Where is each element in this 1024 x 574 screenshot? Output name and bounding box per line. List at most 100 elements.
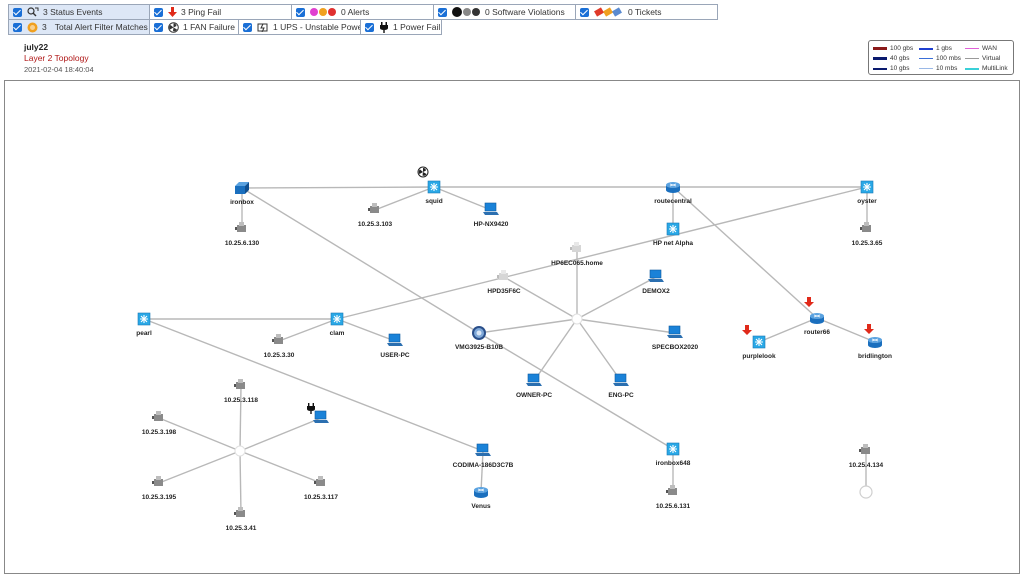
topology-link[interactable] xyxy=(241,187,480,334)
topology-link[interactable] xyxy=(433,186,492,211)
topology-node-ip_3_118[interactable]: 10.25.3.118 xyxy=(224,379,258,404)
topology-link[interactable] xyxy=(239,450,322,484)
filter-checkbox[interactable] xyxy=(438,7,447,17)
topology-link[interactable] xyxy=(672,186,818,319)
topology-node-userpc[interactable]: USER-PC xyxy=(380,333,410,359)
topology-node-hp6ec[interactable]: HP6EC065.home xyxy=(551,242,603,267)
topology-link[interactable] xyxy=(576,318,622,382)
ping-fail-arrow-icon[interactable] xyxy=(742,325,752,335)
topology-node-pearl[interactable]: pearl xyxy=(136,312,152,337)
filter-fan-failure[interactable]: 1 FAN Failure xyxy=(149,19,239,35)
filter-total-alert-matches[interactable]: 3 Total Alert Filter Matches xyxy=(8,19,150,35)
printer-icon xyxy=(368,203,379,213)
ping-fail-arrow-icon[interactable] xyxy=(864,324,874,334)
topology-node-vmg[interactable]: VMG3925-B10B xyxy=(455,326,503,351)
printer-icon xyxy=(152,411,163,421)
topology-link[interactable] xyxy=(533,318,578,382)
topology-junction[interactable] xyxy=(571,313,583,325)
printer-icon xyxy=(234,507,245,517)
power-plug-icon[interactable] xyxy=(307,403,315,414)
pc-icon xyxy=(475,443,491,456)
topology-link[interactable] xyxy=(158,417,241,452)
printer-icon xyxy=(235,222,246,232)
topology-node-squid[interactable]: squid xyxy=(425,180,443,205)
topology-junction[interactable] xyxy=(234,445,246,457)
topology-node-ip_4_134[interactable]: 10.25.4.134 xyxy=(849,444,884,469)
topology-node-hpd35[interactable]: HPD35F6C xyxy=(487,270,521,295)
topology-link[interactable] xyxy=(239,385,242,452)
topology-node-ip_6_130[interactable]: 10.25.6.130 xyxy=(225,222,260,247)
topology-canvas[interactable]: ironbox 10.25.6.130 squid 10.25.3.103 HP-NX9… xyxy=(4,80,1020,574)
topology-node-router66[interactable]: router66 xyxy=(804,313,830,336)
topology-node-bridlington[interactable]: bridlington xyxy=(858,337,892,360)
topology-node-ironbox648[interactable]: ironbox648 xyxy=(656,442,691,467)
node-label: Venus xyxy=(471,503,491,510)
topology-link[interactable] xyxy=(336,318,396,342)
filter-checkbox[interactable] xyxy=(296,7,305,17)
topology-link[interactable] xyxy=(480,450,484,493)
topology-node-clam[interactable]: clam xyxy=(330,312,345,337)
filter-tickets[interactable]: 0 Tickets xyxy=(575,4,718,20)
node-label: 10.25.3.118 xyxy=(224,397,258,404)
topology-link[interactable] xyxy=(758,317,818,343)
topology-node-ip_3_195[interactable]: 10.25.3.195 xyxy=(142,476,177,501)
filter-status-events[interactable]: 3 Status Events xyxy=(8,4,150,20)
filter-ping-fail[interactable]: 3 Ping Fail xyxy=(149,4,292,20)
topology-junction[interactable] xyxy=(859,485,873,499)
topology-node-ip_3_30[interactable]: 10.25.3.30 xyxy=(264,334,295,359)
topology-node-ip_6_131[interactable]: 10.25.6.131 xyxy=(656,485,691,510)
topology-link[interactable] xyxy=(576,276,657,320)
topology-node-hpnet[interactable]: HP net Alpha xyxy=(653,222,693,247)
topology-node-demox2[interactable]: DEMOX2 xyxy=(642,269,670,295)
topology-node-ip_3_41[interactable]: 10.25.3.41 xyxy=(226,507,257,532)
topology-node-hpnx[interactable]: HP-NX9420 xyxy=(474,202,509,228)
filter-checkbox[interactable] xyxy=(154,7,163,17)
topology-node-codima[interactable]: CODIMA-186D3C7B xyxy=(453,443,514,469)
topology-link[interactable] xyxy=(374,186,435,211)
topology-link[interactable] xyxy=(478,318,578,334)
filter-checkbox[interactable] xyxy=(13,22,22,32)
filter-checkbox[interactable] xyxy=(13,7,22,17)
printer-icon xyxy=(314,476,325,486)
node-label: 10.25.6.130 xyxy=(225,240,260,247)
topology-node-ip_3_117[interactable]: 10.25.3.117 xyxy=(304,476,338,501)
topology-link[interactable] xyxy=(278,318,338,342)
filter-ups-unstable[interactable]: 1 UPS - Unstable Power xyxy=(238,19,365,35)
topology-node-venus[interactable]: Venus xyxy=(471,487,491,510)
topology-link[interactable] xyxy=(239,417,322,452)
filter-checkbox[interactable] xyxy=(243,22,252,32)
topology-node-purplelook[interactable]: purplelook xyxy=(742,335,776,360)
topology-link[interactable] xyxy=(816,317,876,343)
topology-link[interactable] xyxy=(241,186,435,189)
topology-junction[interactable] xyxy=(313,410,329,423)
topology-svg[interactable]: ironbox 10.25.6.130 squid 10.25.3.103 HP-NX9… xyxy=(5,81,1019,573)
topology-node-ip_3_65[interactable]: 10.25.3.65 xyxy=(852,222,883,247)
topology-node-ownerpc[interactable]: OWNER-PC xyxy=(516,373,552,399)
topology-link[interactable] xyxy=(576,318,676,334)
topology-link[interactable] xyxy=(158,450,241,484)
ping-fail-arrow-icon[interactable] xyxy=(804,297,814,307)
filter-power-fail[interactable]: 1 Power Fail xyxy=(360,19,442,35)
filter-checkbox[interactable] xyxy=(154,22,163,32)
topology-link[interactable] xyxy=(336,186,868,320)
filter-software-violations[interactable]: 0 Software Violations xyxy=(433,4,576,20)
topology-link[interactable] xyxy=(143,318,484,452)
topology-node-routecentral[interactable]: routecentral xyxy=(654,182,692,205)
topology-node-ip_3_103[interactable]: 10.25.3.103 xyxy=(358,203,393,228)
node-label: 10.25.3.65 xyxy=(852,240,883,247)
topology-node-specbox[interactable]: SPECBOX2020 xyxy=(652,325,699,351)
topology-node-engpc[interactable]: ENG-PC xyxy=(608,373,634,399)
filter-checkbox[interactable] xyxy=(580,7,589,17)
node-label: bridlington xyxy=(858,353,892,360)
filter-alerts[interactable]: 0 Alerts xyxy=(291,4,434,20)
topology-link[interactable] xyxy=(503,276,578,320)
fan-icon[interactable] xyxy=(417,166,429,178)
topology-node-ip_3_198[interactable]: 10.25.3.198 xyxy=(142,411,177,436)
printer-icon xyxy=(666,485,677,495)
topology-node-ironbox[interactable]: ironbox xyxy=(230,182,254,206)
topology-link[interactable] xyxy=(239,450,242,515)
topology-node-oyster[interactable]: oyster xyxy=(857,180,877,205)
filter-checkbox[interactable] xyxy=(365,22,374,32)
printer-icon xyxy=(860,222,871,232)
topology-link[interactable] xyxy=(478,332,674,450)
